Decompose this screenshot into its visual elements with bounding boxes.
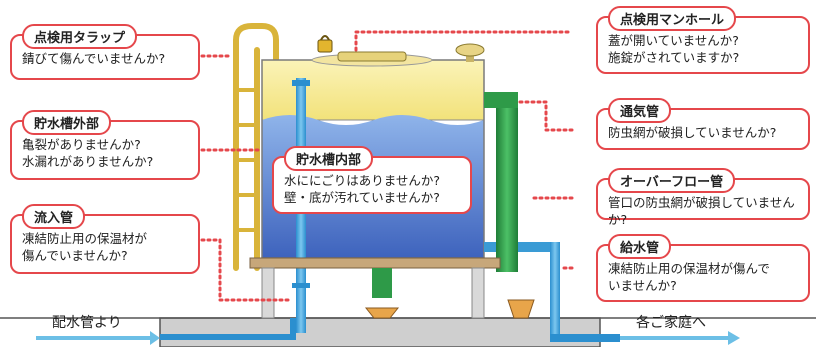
callout-inlet-title: 流入管 — [22, 204, 86, 229]
callout-overflow-title: オーバーフロー管 — [608, 168, 736, 193]
callout-supply: 給水管 凍結防止用の保温材が傷んで いませんか? — [596, 234, 810, 302]
callout-supply-line-2: いませんか? — [608, 278, 677, 293]
callout-outer-line-2: 水漏れがありませんか? — [22, 154, 154, 169]
overflow-pipe — [484, 92, 518, 272]
callout-vent: 通気管 防虫網が破損していませんか? — [596, 98, 810, 150]
callout-overflow-line: 管口の防虫網が破損していませんか? — [608, 195, 795, 227]
callout-inlet-line-2: 傷んでいませんか? — [22, 248, 128, 263]
manhole-cover — [337, 51, 407, 62]
callout-overflow: オーバーフロー管 管口の防虫網が破損していませんか? — [596, 168, 810, 227]
tank-stand — [249, 257, 535, 319]
flow-arrow-out — [620, 331, 740, 345]
leader-lines — [200, 30, 574, 302]
callout-inlet-line-1: 凍結防止用の保温材が — [22, 231, 148, 246]
inspection-ladder — [233, 23, 279, 271]
callout-outer: 貯水槽外部 亀裂がありませんか? 水漏れがありませんか? — [10, 110, 200, 180]
lock-icon — [317, 35, 333, 53]
callout-supply-line-1: 凍結防止用の保温材が傷んで — [608, 261, 770, 276]
ground — [159, 317, 601, 347]
callout-inlet: 流入管 凍結防止用の保温材が 傷んでいませんか? — [10, 204, 200, 274]
vent-cap — [455, 43, 485, 62]
callout-tarap-title: 点検用タラップ — [22, 24, 138, 49]
callout-inner: 貯水槽内部 水ににごりはありませんか? 壁・底が汚れていませんか? — [272, 146, 472, 214]
callout-inner-title: 貯水槽内部 — [284, 146, 374, 171]
callout-manhole-line-2: 施錠がされていますか? — [608, 50, 740, 65]
callout-inner-line-1: 水ににごりはありませんか? — [284, 173, 441, 188]
supply-pipe — [484, 242, 620, 342]
callout-supply-title: 給水管 — [608, 234, 672, 259]
tank-top — [261, 59, 485, 121]
callout-vent-title: 通気管 — [608, 98, 672, 123]
callout-tarap-line: 錆びて傷んでいませんか? — [22, 51, 166, 66]
callout-manhole-line-1: 蓋が開いていませんか? — [608, 33, 739, 48]
callout-outer-line-1: 亀裂がありませんか? — [22, 137, 141, 152]
flow-from-label: 配水管より — [52, 315, 122, 331]
flow-to-label: 各ご家庭へ — [636, 315, 706, 331]
callout-manhole-title: 点検用マンホール — [608, 6, 737, 31]
callout-inner-line-2: 壁・底が汚れていませんか? — [284, 190, 440, 205]
callout-tarap: 点検用タラップ 錆びて傷んでいませんか? — [10, 24, 200, 80]
callout-vent-line: 防虫網が破損していませんか? — [608, 125, 777, 140]
flow-arrow-in — [36, 331, 160, 345]
callout-outer-title: 貯水槽外部 — [22, 110, 112, 135]
callout-manhole: 点検用マンホール 蓋が開いていませんか? 施錠がされていますか? — [596, 6, 810, 74]
